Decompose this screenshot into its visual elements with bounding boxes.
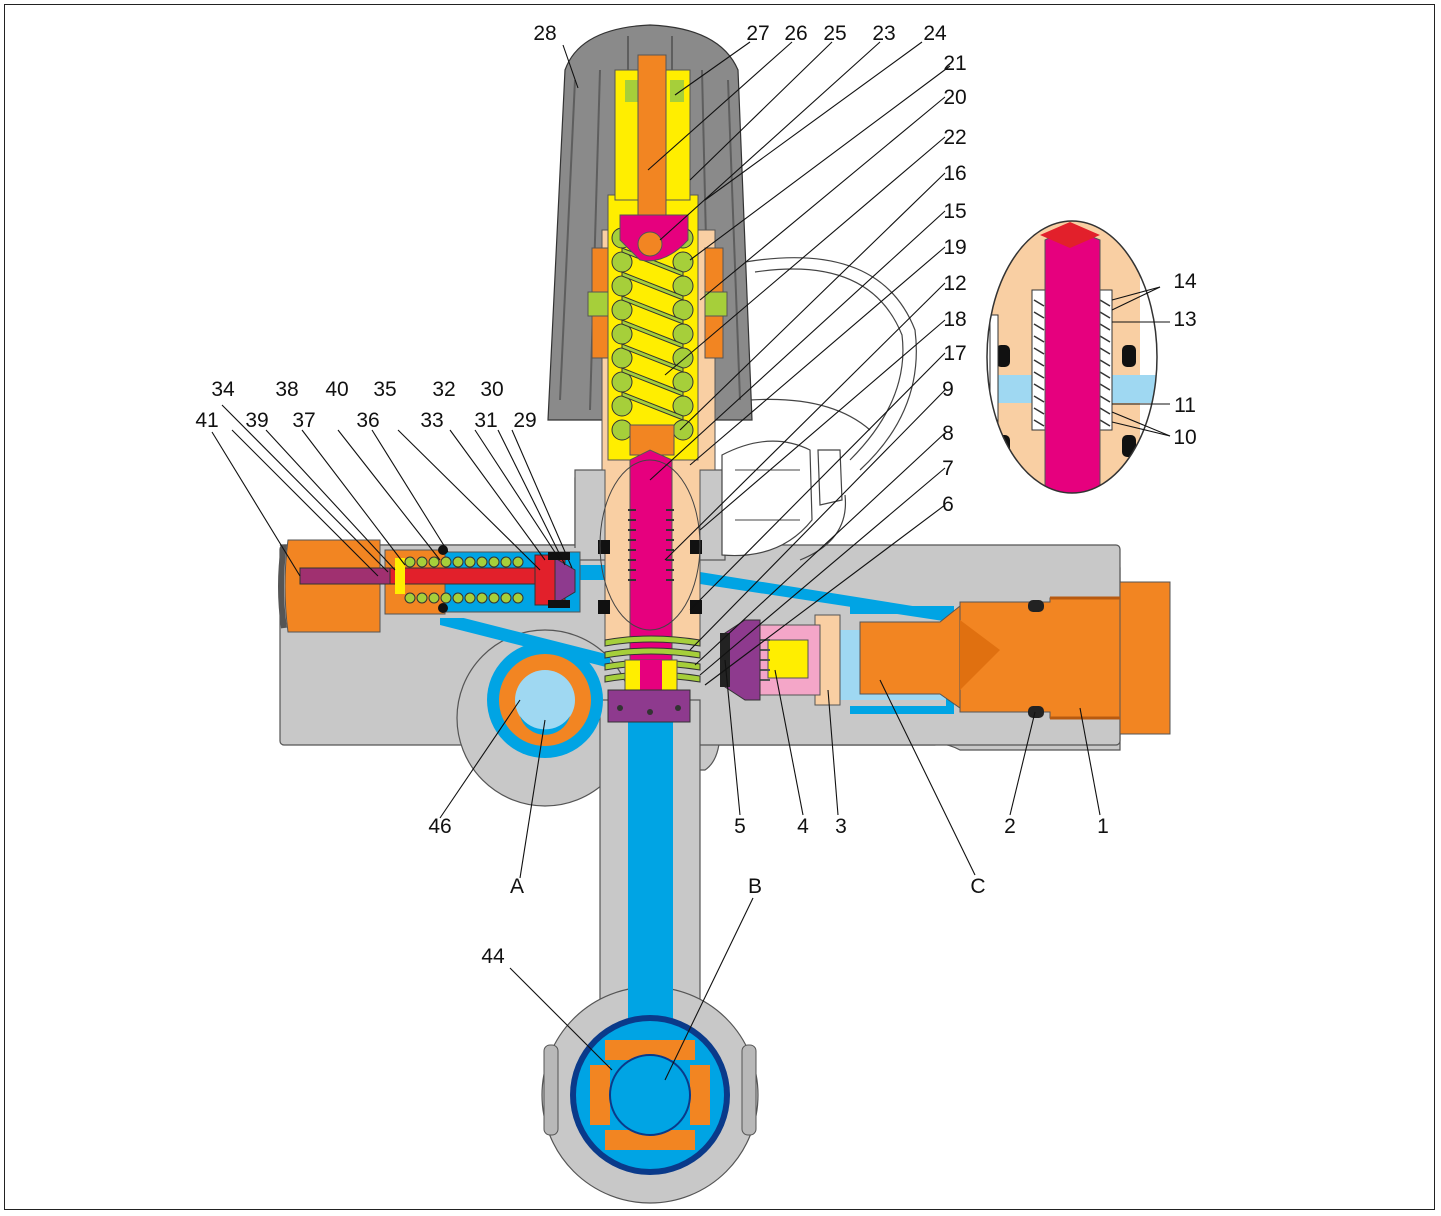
label-A: A [510,875,524,898]
label-7: 7 [942,457,954,480]
label-4: 4 [797,815,809,838]
label-3: 3 [835,815,847,838]
label-28: 28 [533,22,556,45]
label-30: 30 [480,378,503,401]
label-13: 13 [1173,308,1196,331]
hex-nut [721,440,843,557]
label-29: 29 [513,409,536,432]
part-labels: 28 27 26 25 23 24 21 20 22 16 15 19 12 1… [195,22,1197,968]
label-B: B [748,875,762,898]
label-38: 38 [275,378,298,401]
label-33: 33 [420,409,443,432]
inlet-fitting [859,581,1171,735]
label-40: 40 [325,378,348,401]
port-a-fitting [487,642,603,758]
label-39: 39 [245,409,268,432]
label-20: 20 [943,86,966,109]
label-6: 6 [942,493,954,516]
label-31: 31 [474,409,497,432]
label-37: 37 [292,409,315,432]
label-15: 15 [943,200,966,223]
label-5: 5 [734,815,746,838]
relief-valve-assembly [278,539,581,633]
label-22: 22 [943,126,966,149]
label-23: 23 [872,22,895,45]
label-8: 8 [942,422,954,445]
label-35: 35 [373,378,396,401]
label-34: 34 [211,378,235,401]
label-18: 18 [943,308,966,331]
label-32: 32 [432,378,455,401]
label-46: 46 [428,815,451,838]
valve-cartridge [587,54,728,723]
label-21: 21 [943,52,966,75]
label-44: 44 [481,945,505,968]
detail-inset [986,220,1158,494]
label-25: 25 [823,22,846,45]
leader-lines [211,41,1171,1081]
label-27: 27 [746,22,769,45]
label-11: 11 [1174,394,1196,417]
port-b-fitting [570,1015,730,1175]
label-19: 19 [943,236,966,259]
label-9: 9 [942,378,954,401]
label-17: 17 [943,342,966,365]
label-16: 16 [943,162,966,185]
label-2: 2 [1004,815,1016,838]
label-12: 12 [943,272,966,295]
label-10: 10 [1173,426,1196,449]
label-41: 41 [195,409,218,432]
label-C: C [970,875,985,898]
label-24: 24 [923,22,947,45]
label-14: 14 [1173,270,1197,293]
label-36: 36 [356,409,379,432]
label-1: 1 [1097,815,1109,838]
label-26: 26 [784,22,807,45]
